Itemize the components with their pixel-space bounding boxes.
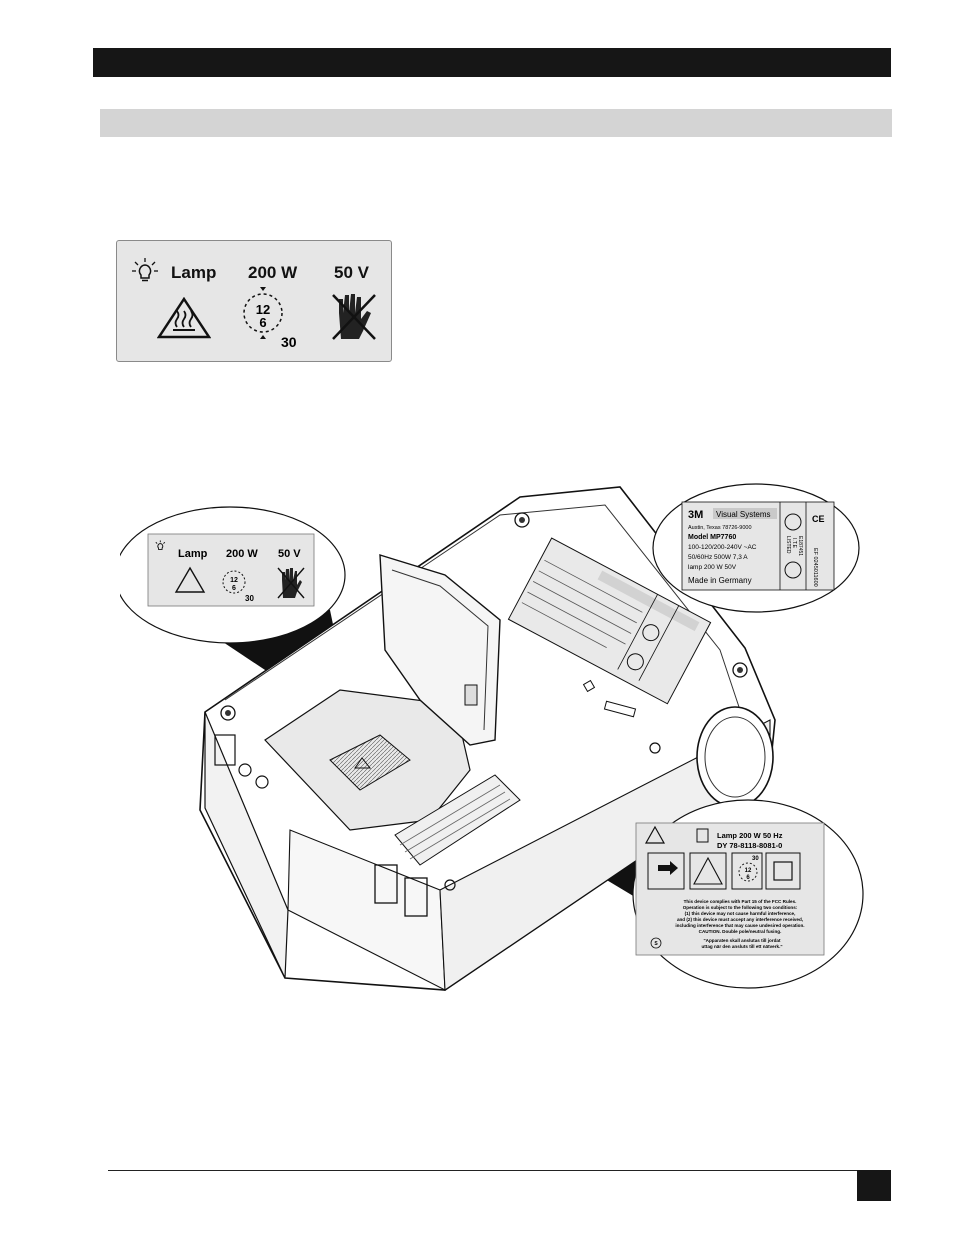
listed-text: LISTED	[785, 536, 791, 554]
zoom-clock-twelve: 12	[230, 577, 238, 584]
fcc-clock-icon	[738, 862, 758, 882]
ul-mark-icon	[784, 513, 802, 531]
zoom-hot-surface-icon	[174, 566, 206, 593]
fcc-hot-surface-icon	[693, 856, 723, 885]
zoom-no-touch-icon	[277, 567, 305, 599]
minutes-text: 30	[281, 334, 297, 350]
arrow-right-icon	[658, 861, 678, 875]
volts-text: 50 V	[334, 263, 369, 282]
fcc-label-zoom: Lamp 200 W 50 Hz DY 78-8118-8081-0 12 6 …	[632, 799, 864, 989]
lamp-warning-label: Lamp 200 W 50 V 12 6 30	[116, 240, 392, 362]
footer-rule	[108, 1170, 890, 1171]
model-text: Model MP7760	[688, 534, 736, 541]
lamp-bulb-icon	[132, 258, 158, 282]
brand-logo: 3M	[688, 509, 703, 521]
fcc-part-number: DY 78-8118-8081-0	[717, 841, 782, 850]
page-number-tab	[857, 1170, 891, 1201]
zoom-clock-six: 6	[232, 585, 236, 592]
projector-illustration: Lamp 200 W 50 V 12 6 30 3M Visual System…	[120, 483, 864, 992]
fcc-line-1: This device complies with Part 15 of the…	[684, 899, 797, 904]
address-text: Austin, Texas 78726-9000	[688, 525, 752, 531]
language-code: S	[654, 941, 658, 947]
zoom-lamp-text: Lamp	[178, 548, 208, 560]
fcc-minutes-text: 30	[752, 856, 759, 862]
zoom-clock-icon	[222, 570, 246, 594]
warning-triangle-icon	[644, 825, 666, 844]
swedish-line-1: "Apparaten skall anslutas till jordat	[704, 938, 781, 943]
origin-text: Made in Germany	[688, 576, 752, 585]
serial-text: EF 0245011600	[812, 548, 818, 587]
fcc-clock-six: 6	[746, 875, 750, 881]
swedish-line-2: uttag när den ansluts till ett nätverk."	[701, 944, 782, 949]
fcc-line-4: and (2) this device must accept any inte…	[677, 917, 803, 922]
fcc-line-6: CAUTION. Double pole/neutral fusing.	[699, 929, 782, 934]
fcc-line-5: including interference that may cause un…	[675, 923, 804, 928]
no-touch-hand-icon	[332, 294, 376, 340]
ite-text: I.T.E	[791, 538, 797, 549]
network-port-icon	[773, 861, 793, 881]
lamp-bulb-icon-small	[155, 540, 166, 550]
zoom-minutes-text: 30	[245, 594, 254, 603]
ul-mark-icon-2	[784, 561, 802, 579]
cooldown-clock-icon: 12 6 30	[243, 287, 297, 350]
projector-rating-sticker	[507, 537, 712, 705]
clock-six: 6	[259, 315, 266, 330]
fcc-clock-twelve: 12	[745, 868, 752, 874]
zoom-watts-text: 200 W	[226, 548, 258, 560]
clock-twelve: 12	[256, 302, 270, 317]
lamp-text: Lamp	[171, 263, 217, 282]
fcc-line-2: Operation is subject to the following tw…	[683, 905, 798, 910]
power-text: 50/60Hz 500W 7,3 A	[688, 554, 748, 561]
chapter-header-bar	[93, 48, 891, 77]
rating-lamp-text: lamp 200 W 50V	[688, 564, 737, 571]
ce-mark: CE	[812, 514, 825, 524]
lamp-label-zoom: Lamp 200 W 50 V 12 6 30	[120, 506, 346, 644]
file-number-text: E187451	[797, 536, 803, 556]
rating-label-zoom: 3M Visual Systems Austin, Texas 78726-90…	[652, 483, 860, 613]
brand-text: Visual Systems	[716, 510, 771, 519]
voltage-text: 100-120/200-240V ~AC	[688, 544, 757, 551]
lamp-housing-icon	[696, 828, 709, 843]
fcc-lamp-line: Lamp 200 W 50 Hz	[717, 831, 783, 840]
fcc-line-3: (1) this device may not cause harmful in…	[685, 911, 796, 916]
zoom-volts-text: 50 V	[278, 548, 301, 560]
hot-surface-warning-icon	[157, 297, 211, 339]
watts-text: 200 W	[248, 263, 298, 282]
section-header-bar	[100, 109, 892, 137]
